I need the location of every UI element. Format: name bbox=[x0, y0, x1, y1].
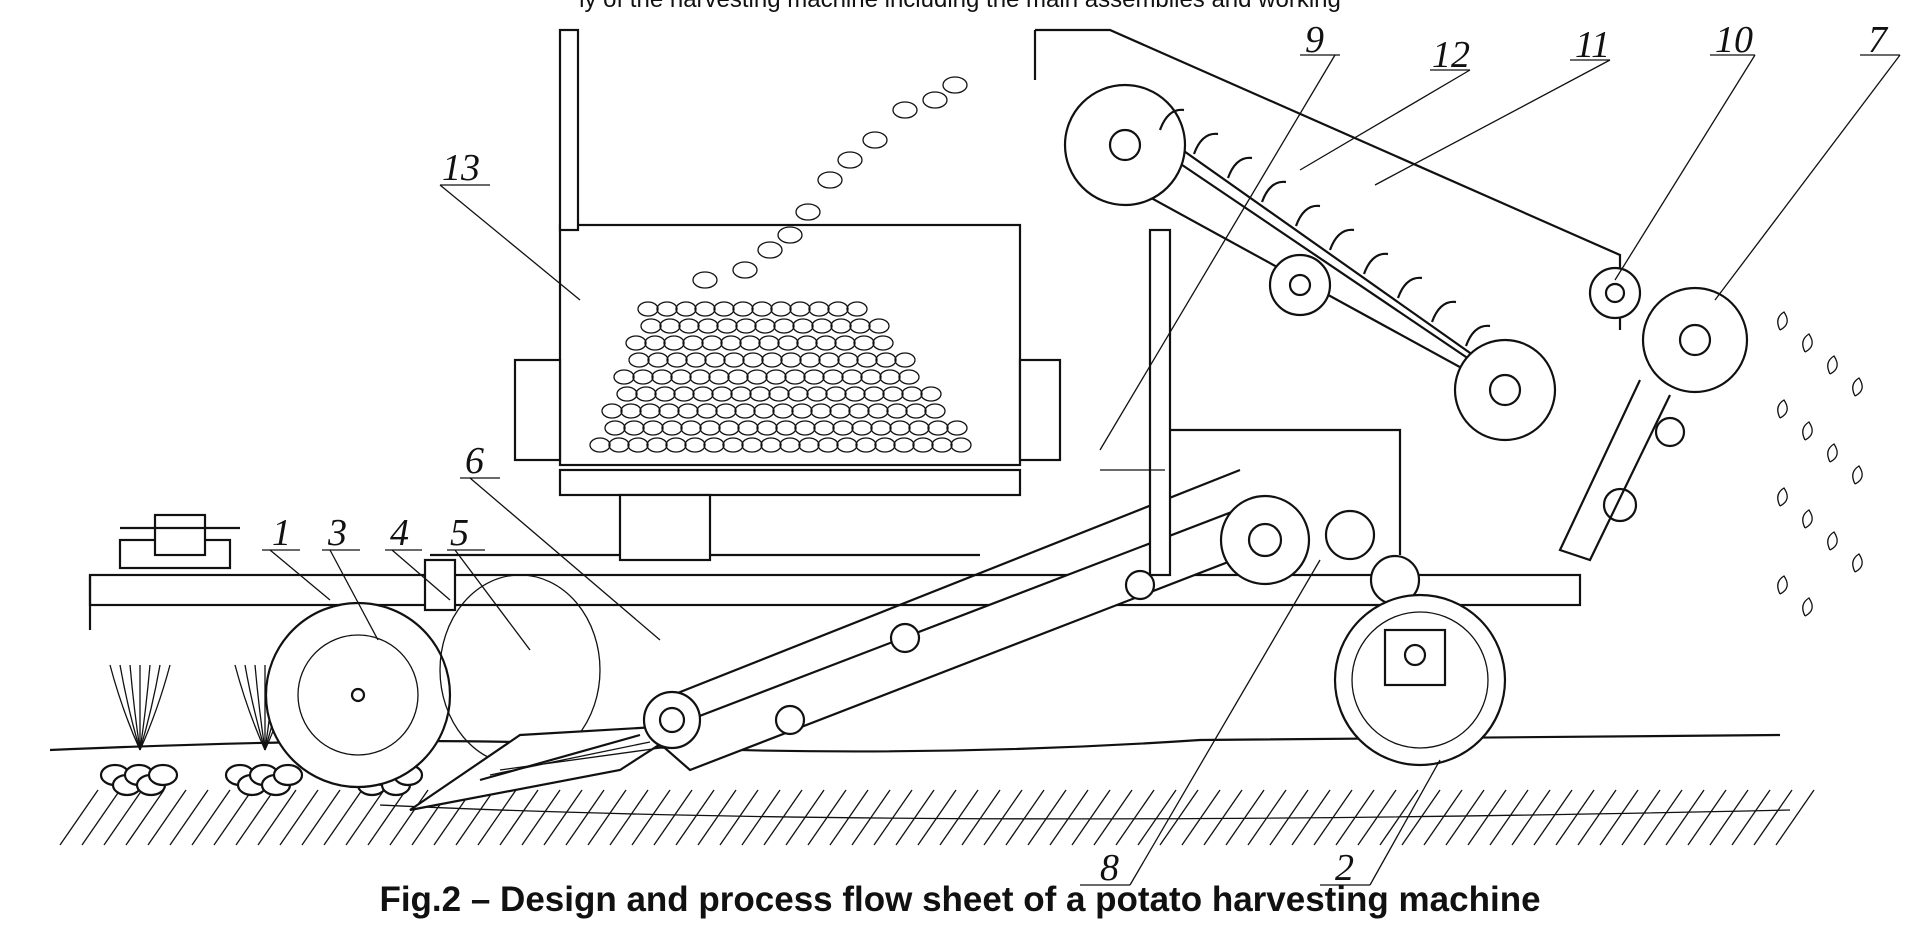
part-label-11: 11 bbox=[1575, 24, 1610, 66]
depth-wheel bbox=[264, 574, 601, 789]
rear-wheel bbox=[1333, 593, 1507, 767]
part-labels: 1 2 3 4 5 6 7 8 9 10 11 12 13 bbox=[272, 19, 1889, 889]
part-label-13: 13 bbox=[442, 147, 480, 189]
haulm-discharge bbox=[1777, 311, 1863, 617]
part-label-5: 5 bbox=[450, 512, 469, 554]
roller-10 bbox=[1588, 266, 1642, 320]
machine-frame bbox=[88, 513, 1582, 630]
elevator-conveyor bbox=[642, 416, 1686, 772]
part-label-2: 2 bbox=[1335, 847, 1354, 889]
tuber-trajectory bbox=[692, 76, 968, 289]
part-label-7: 7 bbox=[1868, 19, 1889, 61]
part-label-3: 3 bbox=[327, 512, 347, 554]
part-label-8: 8 bbox=[1100, 847, 1119, 889]
figure-caption: Fig.2 – Design and process flow sheet of… bbox=[379, 880, 1541, 919]
header-fragment: ly of the harvesting machine including t… bbox=[0, 0, 1920, 14]
part-label-4: 4 bbox=[390, 512, 409, 554]
cleaning-conveyor bbox=[1063, 83, 1557, 442]
part-label-10: 10 bbox=[1715, 19, 1753, 61]
leader-lines bbox=[262, 54, 1901, 886]
roller-7 bbox=[1558, 286, 1749, 562]
part-label-6: 6 bbox=[465, 440, 484, 482]
digging-share bbox=[409, 723, 695, 812]
part-label-1: 1 bbox=[272, 512, 291, 554]
part-label-12: 12 bbox=[1432, 34, 1470, 76]
part-label-9: 9 bbox=[1305, 19, 1324, 61]
potato-bunker bbox=[513, 28, 1062, 562]
